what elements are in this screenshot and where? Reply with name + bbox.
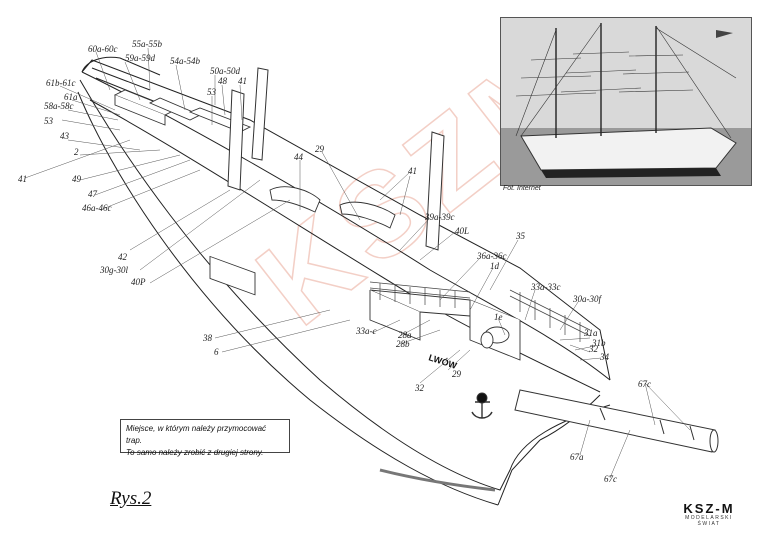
part-label: 32 (414, 383, 425, 393)
part-label: 67a (570, 452, 584, 462)
note-line: To samo należy zrobić z drugiej strony. (126, 448, 264, 457)
reference-photo (500, 17, 752, 186)
part-label: 31b (591, 338, 606, 348)
deck-structures (113, 89, 521, 419)
masts (227, 67, 445, 251)
part-label: 40L (455, 226, 469, 236)
part-label: 44 (294, 152, 304, 162)
logo-sub-text: MODELARSKI ŚWIAT (685, 515, 733, 527)
part-label: 53 (207, 87, 217, 97)
note-line: Miejsce, w którym należy przymocować tra… (126, 424, 267, 445)
railings (369, 281, 591, 342)
part-label: 30g-30l (99, 265, 128, 275)
part-label: 67c (604, 474, 617, 484)
publisher-logo: KSZ-M MODELARSKI ŚWIAT (674, 501, 744, 527)
part-label: 48 (218, 76, 228, 86)
part-label: 61a (64, 92, 78, 102)
part-label: 49 (72, 174, 82, 184)
part-labels: 55a-55b 60a-60c 59a-59d 54a-54b 50a-50d … (18, 39, 651, 484)
part-label: 6 (214, 347, 219, 357)
part-label: 61b-61c (46, 78, 76, 88)
part-label: 28a (398, 330, 412, 340)
part-label: 30a-30f (572, 294, 602, 304)
part-label: 33a-c (355, 326, 377, 336)
photo-caption: Fot. Internet (503, 185, 541, 192)
part-label: 58a-58c (44, 101, 74, 111)
logo-main-text: KSZ-M (683, 501, 735, 516)
part-label: 31a (583, 328, 598, 338)
part-label: 55a-55b (132, 39, 162, 49)
part-label: 32 (588, 344, 599, 354)
part-label: 1d (490, 261, 500, 271)
ship-name: LWÓW (427, 351, 458, 371)
part-label: 59a-59d (125, 53, 155, 63)
part-label: 29 (452, 369, 462, 379)
part-label: 33a-33c (530, 282, 561, 292)
part-label: 41 (238, 76, 247, 86)
part-label: 41 (18, 174, 27, 184)
part-label: 34 (599, 352, 610, 362)
part-label: 41 (408, 166, 417, 176)
part-label: 36a-36c (476, 251, 507, 261)
part-label: 47 (88, 189, 98, 199)
part-label: 46a-46c (82, 203, 112, 213)
bowsprit (514, 389, 719, 453)
ship-photo-image (501, 18, 751, 185)
instruction-note: Miejsce, w którym należy przymocować tra… (120, 419, 290, 457)
leader-lines (24, 47, 691, 479)
part-label: 53 (44, 116, 54, 126)
part-label: 60a-60c (88, 44, 118, 54)
part-label: 40P (131, 277, 146, 287)
part-label: 2 (74, 147, 79, 157)
part-label: 35 (515, 231, 526, 241)
part-label: 38 (202, 333, 213, 343)
part-label: 39a-39c (424, 212, 455, 222)
part-label: 50a-50d (210, 66, 240, 76)
part-label: 1e (494, 312, 503, 322)
part-label: 42 (118, 252, 128, 262)
part-label: 67c (638, 379, 651, 389)
part-label: 43 (60, 131, 70, 141)
part-label: 29 (315, 144, 325, 154)
part-label: 54a-54b (170, 56, 200, 66)
figure-label: Rys.2 (110, 488, 152, 509)
part-label: 28b (396, 339, 410, 349)
